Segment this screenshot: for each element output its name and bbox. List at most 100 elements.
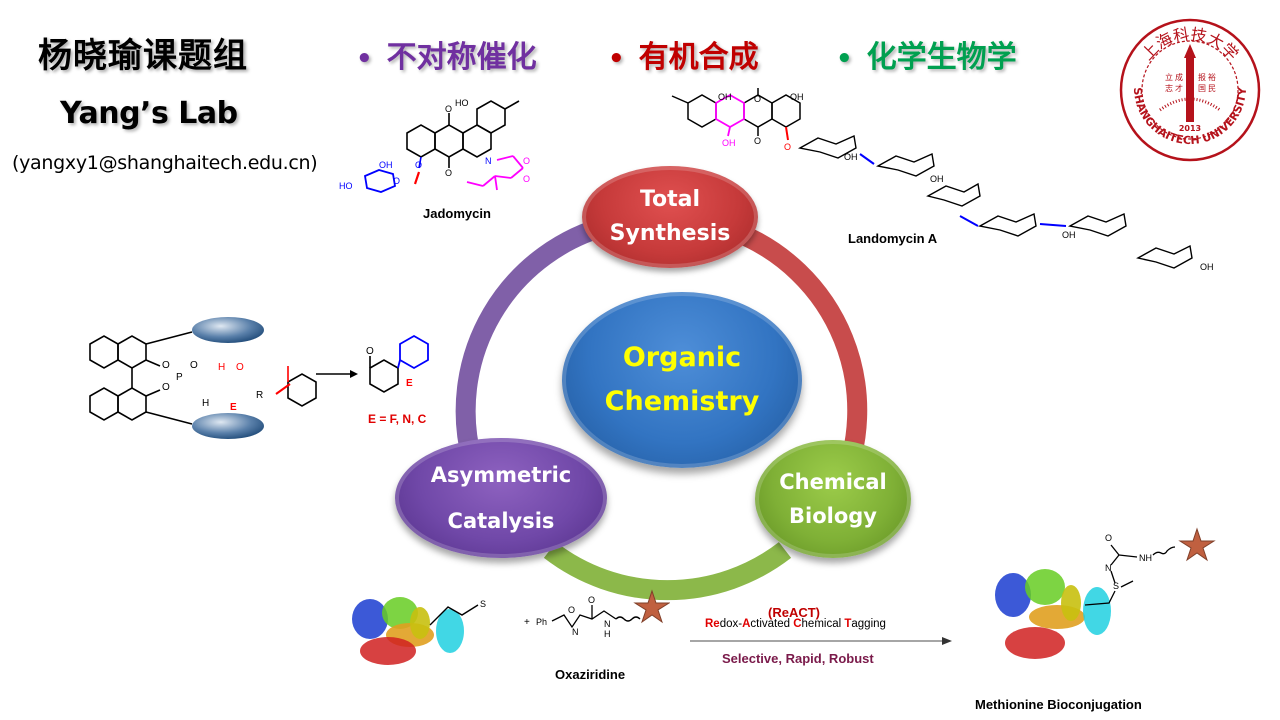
topic-chemical-biology: • 化学生物学 [836,32,1017,76]
svg-text:N: N [1105,563,1112,573]
bioconjugate-structure: O NH N S [995,527,1216,659]
svg-text:O: O [366,346,374,357]
svg-text:O: O [445,168,452,178]
svg-text:O: O [445,104,452,114]
svg-text:OH: OH [722,138,736,148]
seal-year: 2013 [1179,124,1201,133]
center-label-line1: Organic [622,342,742,373]
seal-chain-ring [1141,40,1239,140]
bullet-icon: • [836,44,853,74]
svg-text:O: O [162,382,170,393]
svg-text:OH: OH [1062,230,1076,240]
svg-text:O: O [393,176,400,186]
topic-organic-synthesis: • 有机合成 [608,32,759,76]
catalysis-scheme: O O P O H O H E R O E [89,317,429,439]
svg-text:OH: OH [1200,262,1214,272]
svg-text:才: 才 [1175,83,1183,93]
lab-email: (yangxy1@shanghaitech.edu.cn) [12,152,318,174]
svg-text:H: H [218,362,225,373]
svg-text:Ph: Ph [536,617,547,627]
node-asymmetric-catalysis: Asymmetric Catalysis [395,438,607,558]
svg-text:H: H [202,398,209,409]
oxaziridine-caption: Oxaziridine [555,667,626,682]
svg-text:OH: OH [790,92,804,102]
svg-text:R: R [256,390,263,401]
university-seal-logo: 上海科技大学 SHANGHAITECH UNIVERSITY 立 成 报 裕 志… [1119,18,1261,162]
svg-text:O: O [754,94,761,104]
tower-icon [1184,44,1196,122]
svg-text:OH: OH [379,160,393,170]
seal-motto: 立 成 报 裕 志 才 国 民 [1165,72,1216,93]
lab-name-chinese: 杨晓瑜课题组 [38,36,248,76]
seal-bridge-arc [1159,97,1221,112]
landomycin-structure: OH O OH O OH O OH OH OH OH [671,88,1214,272]
landomycin-caption: Landomycin A [848,231,938,246]
svg-text:志: 志 [1165,83,1173,93]
svg-text:O: O [236,362,244,373]
node-organic-chemistry: Organic Chemistry [562,292,802,468]
svg-text:O: O [162,360,170,371]
protein-oxaziridine-scheme: + Ph O N O N H S [352,589,670,665]
svg-text:OH: OH [844,152,858,162]
svg-text:成: 成 [1175,72,1183,82]
svg-text:O: O [523,174,530,184]
node-chemical-biology: Chemical Biology [755,440,911,558]
svg-text:O: O [754,136,761,146]
svg-text:HO: HO [455,98,469,108]
svg-text:O: O [1105,533,1112,543]
seal-outer-ring [1119,18,1261,162]
svg-text:E: E [230,402,237,413]
star-tag-icon [633,589,670,624]
catalyst-substituent-top [192,317,264,343]
topic-label: 有机合成 [638,40,759,75]
node-label-line1: Chemical [779,470,887,494]
svg-text:HO: HO [339,181,353,191]
svg-text:+: + [524,617,530,628]
node-label-line1: Total [639,187,701,212]
ring-segment-catalysis-synthesis [455,215,613,463]
protein-ribbon-icon [995,569,1111,659]
topic-asymmetric-catalysis: • 不对称催化 [356,32,537,76]
node-label-line2: Synthesis [609,221,731,246]
svg-text:立: 立 [1165,72,1173,82]
protein-ribbon-icon [352,597,464,665]
svg-text:N: N [604,619,611,629]
node-total-synthesis: Total Synthesis [582,166,758,268]
svg-text:O: O [523,156,530,166]
svg-text:国: 国 [1198,84,1206,93]
react-title: (ReACT) [768,605,820,620]
svg-text:E: E [406,378,413,389]
bioconjugation-caption: Methionine Bioconjugation [975,697,1142,712]
jadomycin-structure: HO O O N O O OH HO O O [339,98,530,193]
bullet-icon: • [356,44,373,74]
svg-text:P: P [176,372,183,383]
jadomycin-caption: Jadomycin [423,206,491,221]
svg-text:O: O [415,160,422,170]
node-label-line2: Catalysis [447,509,555,533]
svg-text:报: 报 [1198,72,1206,82]
svg-text:S: S [1113,581,1119,591]
svg-text:O: O [190,360,198,371]
svg-text:民: 民 [1208,84,1216,93]
react-properties: Selective, Rapid, Robust [722,651,874,666]
svg-text:OH: OH [718,92,732,102]
svg-text:N: N [572,627,579,637]
lab-name-english: Yang’s Lab [60,96,238,131]
svg-text:O: O [784,142,791,152]
svg-text:NH: NH [1139,553,1152,563]
react-arrow-icon [690,637,952,645]
svg-text:裕: 裕 [1208,72,1216,82]
svg-text:N: N [485,156,492,166]
electrophile-caption: E = F, N, C [368,412,427,426]
node-label-line1: Asymmetric [430,463,572,487]
svg-text:O: O [588,595,595,605]
bullet-icon: • [608,44,625,74]
svg-text:S: S [480,599,486,609]
star-tag-icon [1178,527,1216,562]
node-label-line2: Biology [789,504,877,528]
svg-text:O: O [568,605,575,615]
topic-label: 不对称催化 [386,40,537,75]
topic-label: 化学生物学 [866,40,1017,75]
ring-segment-biology-catalysis [543,542,792,601]
catalyst-substituent-bottom [192,413,264,439]
